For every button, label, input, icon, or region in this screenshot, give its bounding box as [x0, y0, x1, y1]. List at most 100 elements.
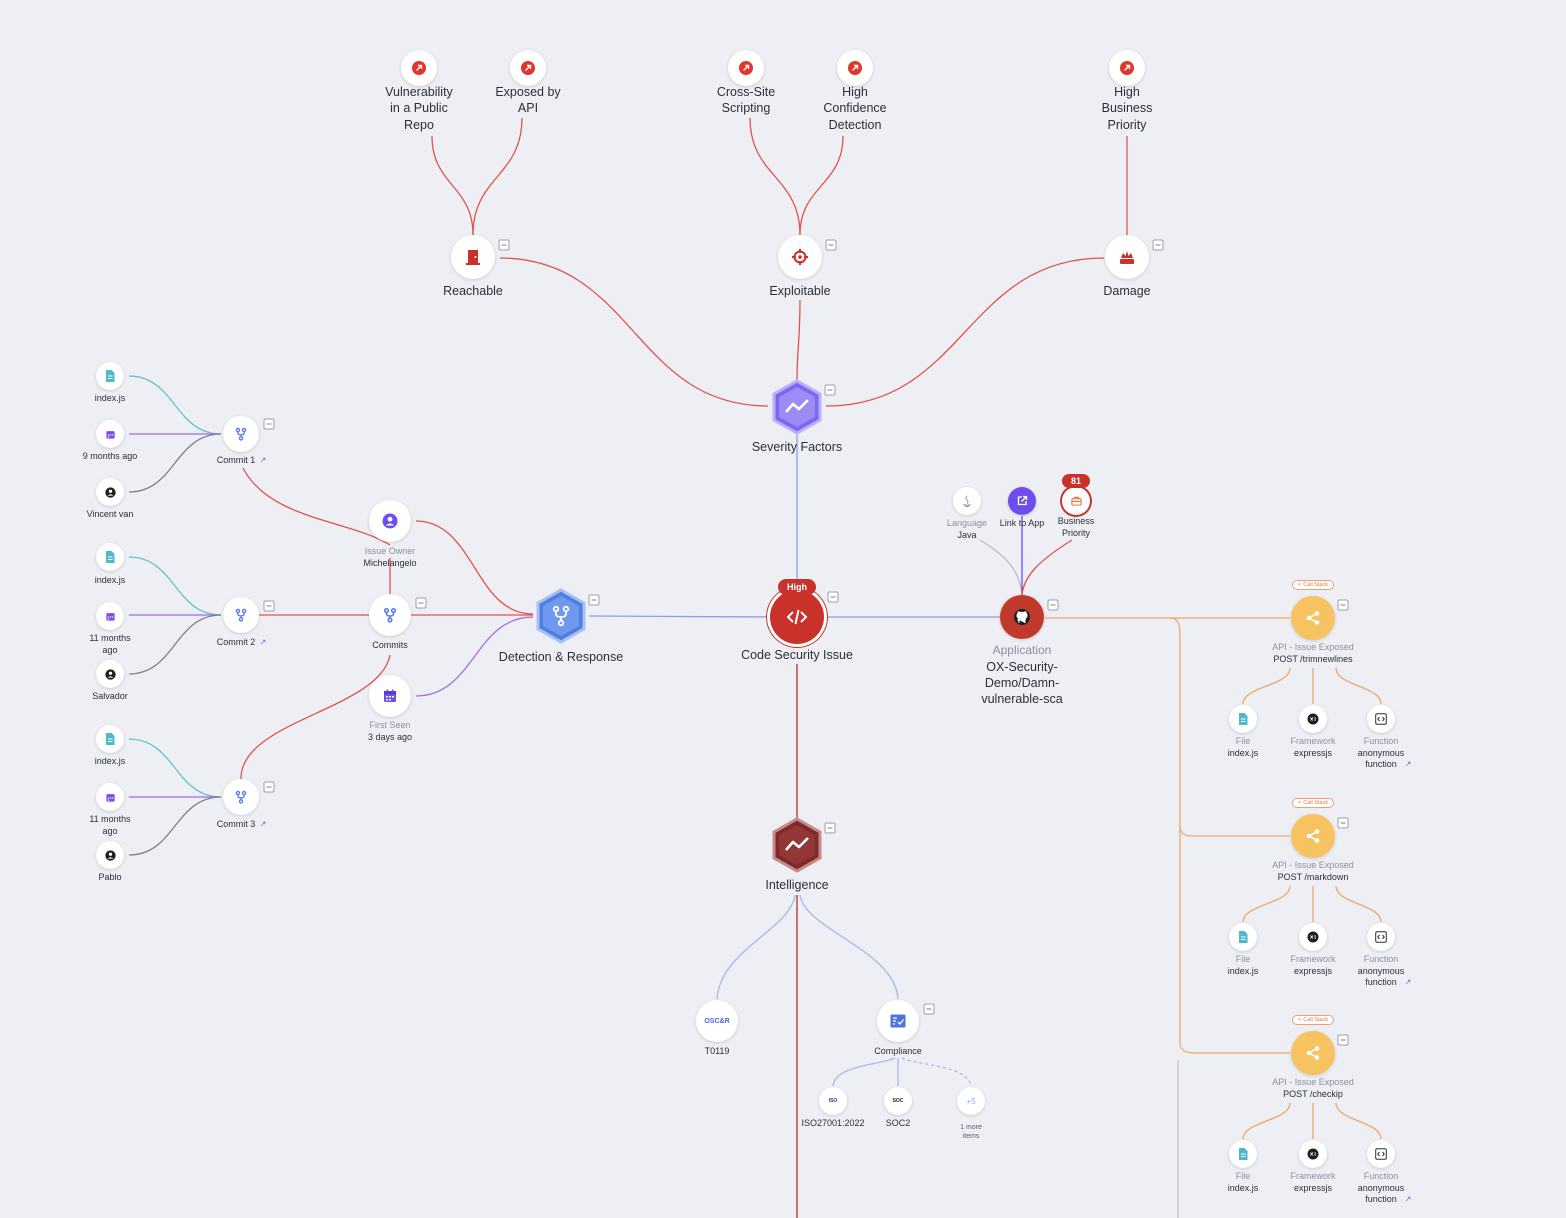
- reachable-node[interactable]: [451, 235, 495, 279]
- commit-3-date-node[interactable]: [96, 783, 124, 811]
- commit-3-file-label: index.js: [94, 756, 126, 766]
- call-stack-pill[interactable]: <Call Stack: [1292, 798, 1334, 808]
- factor-high-confidence-node[interactable]: [837, 50, 873, 86]
- commit-1-author-node[interactable]: [96, 478, 124, 506]
- compliance-collapse-button[interactable]: [923, 1003, 935, 1015]
- exploitable-collapse-button[interactable]: [825, 239, 837, 251]
- file-icon: [106, 551, 115, 563]
- intelligence-label: Intelligence: [765, 878, 829, 892]
- commit-2-collapse-button[interactable]: [263, 600, 275, 612]
- oscar-node[interactable]: OSC&R: [696, 1000, 738, 1042]
- api-framework-node[interactable]: [1299, 705, 1327, 733]
- commit-2-date-node[interactable]: [96, 602, 124, 630]
- user-icon: [382, 513, 398, 529]
- api-node[interactable]: [1291, 814, 1335, 858]
- factor-exposed-by-api-node[interactable]: [510, 50, 546, 86]
- application-node[interactable]: [1000, 595, 1044, 639]
- intelligence-collapse-button[interactable]: [824, 822, 836, 834]
- more-compliance-node[interactable]: +5: [957, 1087, 985, 1115]
- first-seen-node[interactable]: [369, 675, 411, 717]
- factor-high-business-priority-node[interactable]: [1109, 50, 1145, 86]
- call-stack-pill[interactable]: <Call Stack: [1292, 580, 1334, 590]
- external-link-icon[interactable]: ↗: [1404, 1194, 1412, 1204]
- api-function-node[interactable]: [1367, 1140, 1395, 1168]
- language-node[interactable]: [953, 487, 981, 515]
- application-collapse-button[interactable]: [1047, 599, 1059, 611]
- api-file-node[interactable]: [1229, 1140, 1257, 1168]
- api-node[interactable]: [1291, 596, 1335, 640]
- soc2-node[interactable]: SOC: [884, 1087, 912, 1115]
- commit-3-author-node[interactable]: [96, 841, 124, 869]
- link-to-app-node[interactable]: [1008, 487, 1036, 515]
- api-node[interactable]: [1291, 1031, 1335, 1075]
- external-link-icon[interactable]: ↗: [259, 455, 267, 465]
- edge-api-file: [1242, 667, 1291, 705]
- factor-cross-site-scripting-node[interactable]: [728, 50, 764, 86]
- commit-2-node[interactable]: [223, 597, 259, 633]
- reachable-collapse-button[interactable]: [498, 239, 510, 251]
- api-collapse-button[interactable]: [1337, 599, 1349, 611]
- external-link-icon[interactable]: ↗: [259, 819, 267, 829]
- api-collapse-button[interactable]: [1337, 1034, 1349, 1046]
- api-collapse-button[interactable]: [1337, 817, 1349, 829]
- intelligence-node[interactable]: [769, 817, 825, 873]
- api-file-node[interactable]: [1229, 705, 1257, 733]
- business-priority-node[interactable]: [1062, 487, 1090, 515]
- detection-response-label: Detection & Response: [498, 650, 624, 664]
- commit-2-file-node[interactable]: [96, 543, 124, 571]
- commit-2-author-node[interactable]: [96, 660, 124, 688]
- severity-factors-label: Severity Factors: [751, 440, 843, 454]
- call-stack-pill[interactable]: <Call Stack: [1292, 1015, 1334, 1025]
- api-function-node[interactable]: [1367, 923, 1395, 951]
- api-file-node[interactable]: [1229, 923, 1257, 951]
- detection-collapse-button[interactable]: [588, 594, 600, 606]
- issue-owner-node[interactable]: [369, 500, 411, 542]
- external-link-icon[interactable]: ↗: [1404, 759, 1412, 769]
- api-framework-node[interactable]: [1299, 923, 1327, 951]
- commit-3-collapse-button[interactable]: [263, 781, 275, 793]
- commit-1-date-node[interactable]: [96, 420, 124, 448]
- user-icon: [104, 668, 116, 680]
- iso-logo: ISO: [828, 1098, 838, 1104]
- commit-1-collapse-button[interactable]: [263, 418, 275, 430]
- severity-factors-collapse-button[interactable]: [824, 384, 836, 396]
- arrow-up-right-icon: [739, 61, 753, 75]
- arrow-up-right-icon: [412, 61, 426, 75]
- edge-commit-file: [128, 375, 222, 435]
- edge-commit1: [242, 467, 391, 546]
- commits-node[interactable]: [369, 594, 411, 636]
- edge-firstseen-detection: [415, 616, 534, 697]
- file-icon: [1239, 1148, 1248, 1160]
- compliance-node[interactable]: [877, 1000, 919, 1042]
- external-link-icon[interactable]: ↗: [1404, 977, 1412, 987]
- external-link-icon[interactable]: ↗: [259, 637, 267, 647]
- api-framework-node[interactable]: [1299, 1140, 1327, 1168]
- issue-collapse-button[interactable]: [827, 591, 839, 603]
- file-icon: [1239, 931, 1248, 943]
- commits-collapse-button[interactable]: [415, 597, 427, 609]
- factor-vulnerability-public-repo-node[interactable]: [401, 50, 437, 86]
- iso-node[interactable]: ISO: [819, 1087, 847, 1115]
- commit-1-file-node[interactable]: [96, 362, 124, 390]
- edge-priority-app: [1021, 539, 1073, 596]
- api-function-node[interactable]: [1367, 705, 1395, 733]
- commit-3-node[interactable]: [223, 779, 259, 815]
- severity-factors-node[interactable]: [769, 379, 825, 435]
- code-security-issue-node[interactable]: [770, 590, 824, 644]
- file-icon: [106, 370, 115, 382]
- edge-api-function: [1335, 885, 1382, 923]
- commit-1-node[interactable]: [223, 416, 259, 452]
- detection-response-node[interactable]: [533, 588, 589, 644]
- commit-3-file-node[interactable]: [96, 725, 124, 753]
- git-branch-icon: [235, 790, 247, 804]
- oscar-label: T0119: [704, 1046, 730, 1056]
- damage-collapse-button[interactable]: [1152, 239, 1164, 251]
- explosion-icon: [1120, 251, 1134, 264]
- exploitable-node[interactable]: [778, 235, 822, 279]
- damage-node[interactable]: [1105, 235, 1149, 279]
